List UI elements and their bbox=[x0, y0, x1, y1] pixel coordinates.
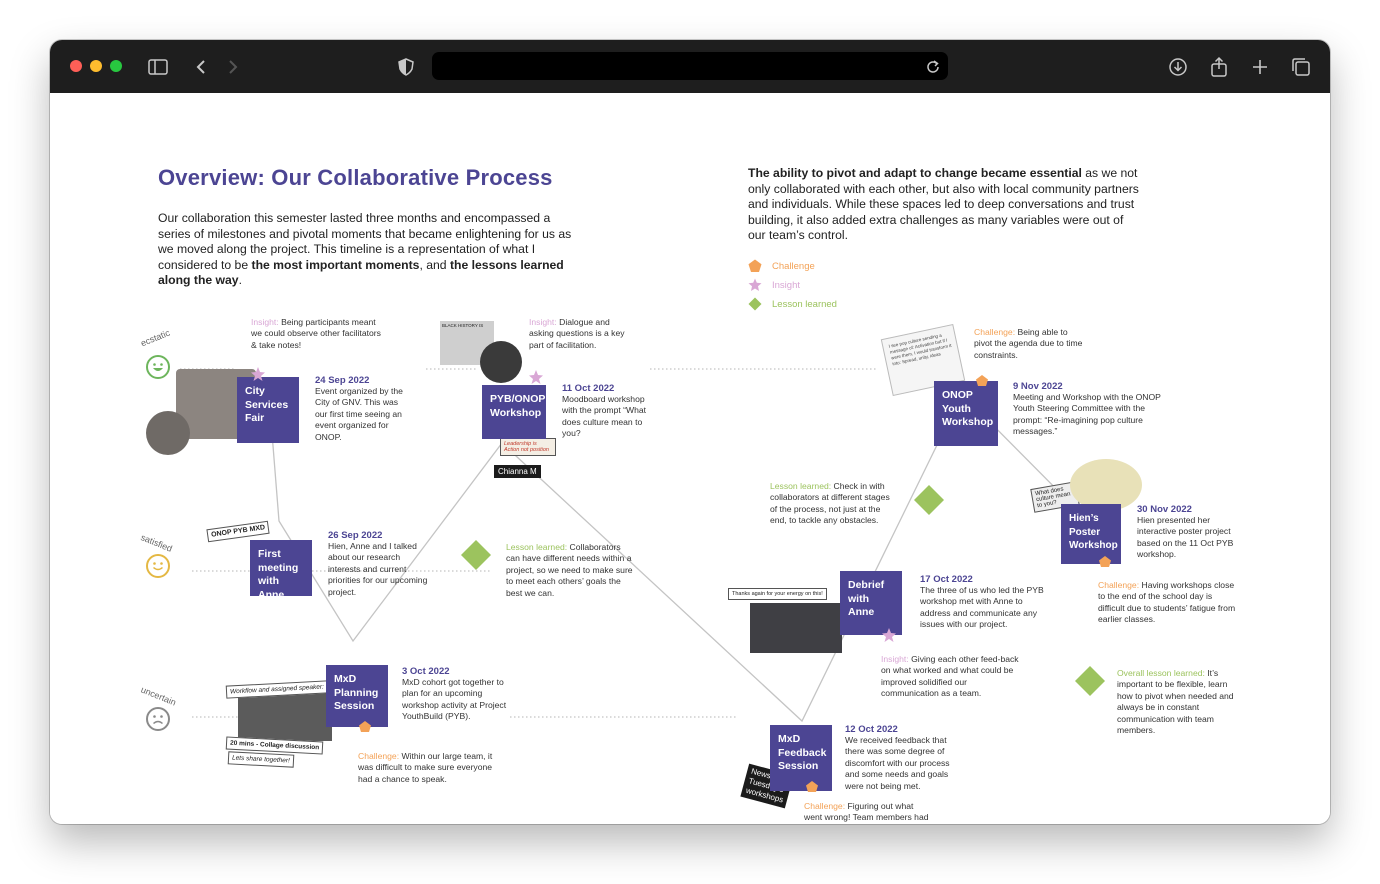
page-title: Overview: Our Collaborative Process bbox=[158, 165, 553, 190]
minimize-window-button[interactable] bbox=[90, 60, 102, 72]
event-debrief: Debrief with Anne bbox=[840, 571, 902, 635]
challenge-pentagon-icon bbox=[359, 721, 371, 732]
sidebar-icon[interactable] bbox=[145, 54, 171, 80]
lesson-diamond-icon bbox=[748, 297, 762, 311]
event-first-meeting: First meeting with Anne bbox=[250, 540, 312, 601]
browser-window: Overview: Our Collaborative Process Our … bbox=[50, 40, 1330, 824]
note-overall-lesson: Overall lesson learned: It’s important t… bbox=[1117, 668, 1234, 736]
poster-photo-circle bbox=[1070, 459, 1142, 511]
challenge-pentagon-icon bbox=[976, 375, 988, 386]
note-challenge-feedback: Challenge: Figuring out what went wrong!… bbox=[804, 801, 929, 824]
note-challenge-hien: Challenge: Having workshops close to the… bbox=[1098, 580, 1236, 625]
title-bar bbox=[50, 40, 1330, 93]
close-window-button[interactable] bbox=[70, 60, 82, 72]
address-bar[interactable] bbox=[432, 52, 948, 80]
event-mxd-planning: MxD Planning Session bbox=[326, 665, 388, 727]
insight-star-icon bbox=[251, 367, 265, 381]
challenge-pentagon-icon bbox=[748, 259, 762, 272]
mxd-collage-photo bbox=[238, 691, 332, 741]
reload-icon[interactable] bbox=[926, 58, 940, 79]
new-tab-icon[interactable] bbox=[1247, 54, 1273, 80]
black-history-tag: BLACK HISTORY IS bbox=[442, 323, 484, 328]
event-mxd-feedback: MxD Feedback Session bbox=[770, 725, 832, 791]
event-pyb-onop: PYB/ONOP Workshop bbox=[482, 385, 546, 439]
uncertain-face-icon bbox=[146, 707, 170, 731]
zoom-window-button[interactable] bbox=[110, 60, 122, 72]
debrief-photo bbox=[750, 603, 842, 653]
lesson-diamond-icon bbox=[1075, 666, 1105, 696]
event-city-services-fair: City Services Fair bbox=[237, 377, 299, 443]
forward-icon[interactable] bbox=[220, 54, 246, 80]
note-challenge-onop: Challenge: Being able to pivot the agend… bbox=[974, 327, 1083, 360]
intro-paragraph: Our collaboration this semester lasted t… bbox=[158, 211, 572, 287]
pivot-paragraph: The ability to pivot and adapt to change… bbox=[748, 166, 1139, 242]
legend-lesson: Lesson learned bbox=[748, 297, 837, 311]
tabs-icon[interactable] bbox=[1288, 54, 1314, 80]
event-hien-poster: Hien’s Poster Workshop bbox=[1061, 504, 1121, 564]
workshop-photo-circle bbox=[480, 341, 522, 383]
back-icon[interactable] bbox=[188, 54, 214, 80]
note-insight-city: Insight: Being participants meant we cou… bbox=[251, 317, 381, 350]
insight-star-icon bbox=[882, 628, 896, 642]
event-onop-youth: ONOP Youth Workshop bbox=[934, 381, 998, 446]
challenge-pentagon-icon bbox=[1099, 556, 1111, 567]
ecstatic-face-icon bbox=[146, 355, 170, 379]
insight-star-icon bbox=[529, 370, 543, 384]
download-icon[interactable] bbox=[1165, 54, 1191, 80]
markers bbox=[251, 367, 1111, 792]
lesson-diamond-icon bbox=[914, 485, 944, 515]
legend-challenge: Challenge bbox=[748, 259, 815, 273]
page-content: Overview: Our Collaborative Process Our … bbox=[50, 93, 1330, 824]
lesson-diamond-icon bbox=[461, 540, 491, 570]
shield-icon[interactable] bbox=[393, 54, 419, 80]
challenge-pentagon-icon bbox=[806, 781, 818, 792]
note-lesson-check: Lesson learned: Check in with collaborat… bbox=[770, 481, 890, 526]
share-icon[interactable] bbox=[1206, 54, 1232, 80]
thanks-tag: Thanks again for your energy on this! bbox=[728, 588, 827, 600]
city-fair-photo-circle bbox=[146, 411, 190, 455]
note-lesson-collab: Lesson learned: Collaborators can have d… bbox=[506, 542, 633, 598]
legend-insight: Insight bbox=[748, 278, 800, 292]
note-insight-pyb: Insight: Dialogue and asking questions i… bbox=[529, 317, 625, 350]
note-challenge-mxd: Challenge: Within our large team, it was… bbox=[358, 751, 493, 784]
satisfied-face-icon bbox=[146, 554, 170, 578]
note-insight-debrief: Insight: Giving each other feed-back on … bbox=[881, 654, 1019, 699]
chianna-tag: Chianna M bbox=[494, 465, 541, 478]
insight-star-icon bbox=[748, 278, 762, 291]
